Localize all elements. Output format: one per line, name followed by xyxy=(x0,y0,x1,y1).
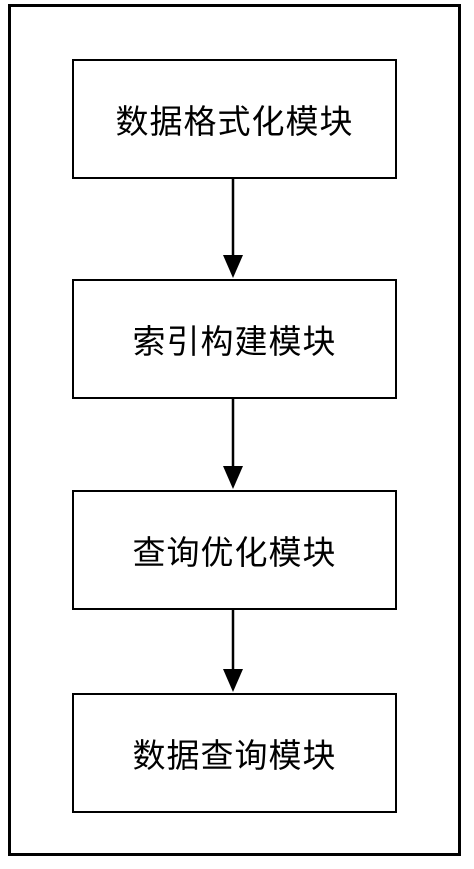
index-building-module-box: 索引构建模块 xyxy=(72,279,397,399)
arrow-1 xyxy=(223,179,243,278)
data-formatting-module-box: 数据格式化模块 xyxy=(72,59,397,179)
outer-frame xyxy=(8,4,461,856)
data-query-module-label: 数据查询模块 xyxy=(132,736,337,775)
query-optimization-module-label: 查询优化模块 xyxy=(132,533,337,572)
data-query-module-box: 数据查询模块 xyxy=(72,693,397,813)
query-optimization-module-box: 查询优化模块 xyxy=(72,490,397,610)
arrow-2 xyxy=(223,399,243,489)
data-formatting-module-label: 数据格式化模块 xyxy=(115,102,354,141)
arrow-3 xyxy=(223,610,243,692)
index-building-module-label: 索引构建模块 xyxy=(132,322,337,361)
